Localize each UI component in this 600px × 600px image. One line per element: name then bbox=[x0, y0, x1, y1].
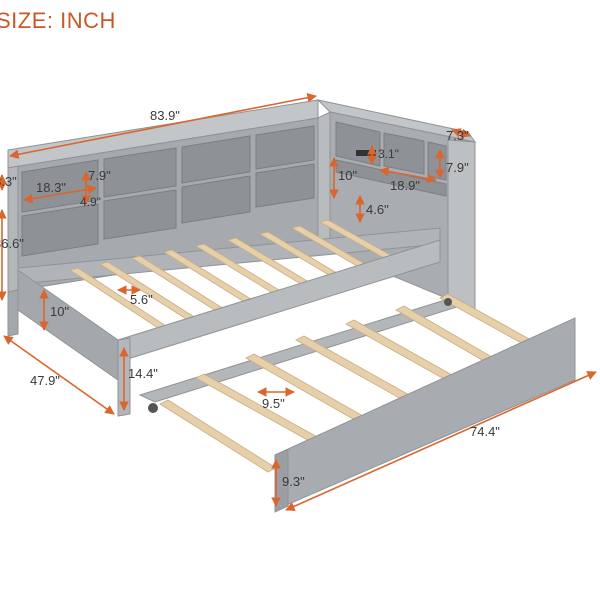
dim-total-height: 36.6" bbox=[0, 236, 24, 251]
bed-slats bbox=[69, 219, 412, 333]
dim-side-rail-height: 10" bbox=[50, 304, 69, 319]
dim-trundle-length: 74.4" bbox=[470, 424, 500, 439]
dim-rail-gap: 4.6" bbox=[366, 202, 389, 217]
dim-shelf-width: 18.3" bbox=[36, 180, 66, 195]
caster-wheel-icon bbox=[444, 298, 452, 306]
usb-port-icon bbox=[356, 150, 376, 156]
dim-trundle-slat-gap: 9.5" bbox=[262, 396, 285, 411]
dim-trundle-height: 9.3" bbox=[282, 474, 305, 489]
dimension-lines bbox=[0, 92, 597, 511]
dim-length-top: 83.9" bbox=[150, 108, 180, 123]
dim-inner-small: 4.9" bbox=[80, 195, 101, 209]
dim-shelf-depth: 7.3" bbox=[446, 128, 469, 143]
dim-shelf-height: 7.9" bbox=[88, 168, 111, 183]
dimension-labels: 83.9" 7.3" 8.3" 18.3" 7.9" 4.9" 36.6" 3.… bbox=[0, 108, 500, 489]
dim-width: 47.9" bbox=[30, 373, 60, 388]
dim-usb-height: 3.1" bbox=[378, 147, 399, 161]
dim-side-shelf-height: 7.9" bbox=[446, 160, 469, 175]
dim-side-shelf-gap: 10" bbox=[338, 168, 357, 183]
caster-wheel-icon bbox=[148, 403, 158, 413]
dim-bookcase-height-left: 8.3" bbox=[0, 174, 17, 189]
dim-side-shelf-width: 18.9" bbox=[390, 178, 420, 193]
size-unit-title: SIZE: INCH bbox=[0, 8, 116, 33]
dim-slat-gap: 5.6" bbox=[130, 292, 153, 307]
dim-leg-height: 14.4" bbox=[128, 366, 158, 381]
